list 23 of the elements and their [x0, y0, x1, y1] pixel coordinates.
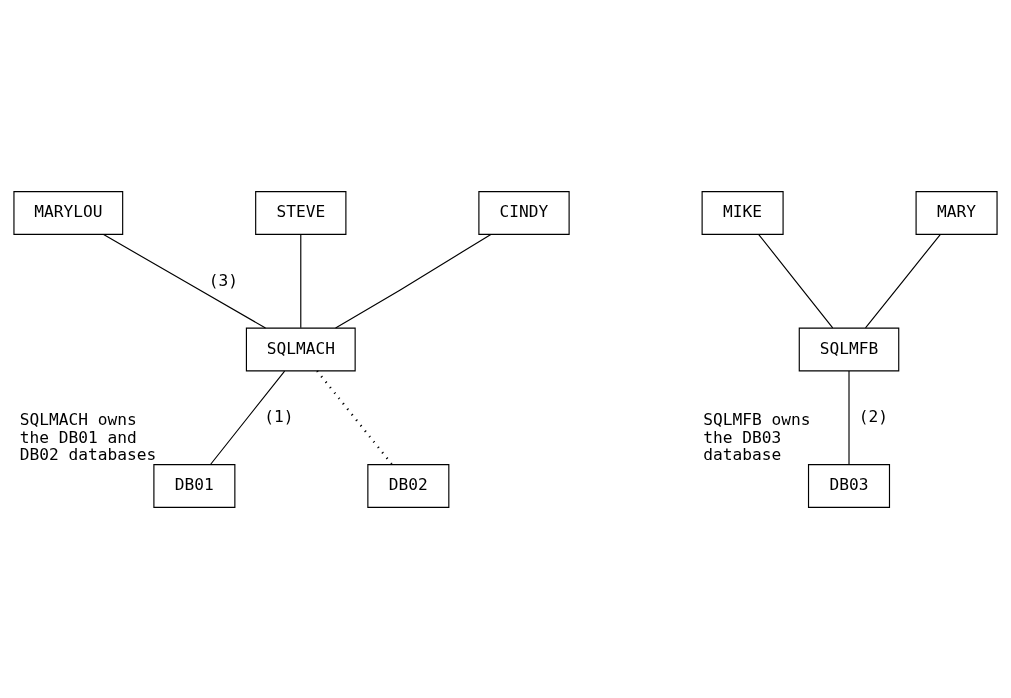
node-box: SQLMACH: [245, 327, 356, 371]
connector: [335, 233, 492, 328]
node-box: DB02: [367, 463, 450, 508]
connector: [864, 233, 941, 328]
connector: [103, 233, 267, 329]
node-box: MARYLOU: [13, 190, 124, 235]
connector: [848, 369, 850, 465]
node-label: SQLMFB owns the DB03 database: [703, 409, 811, 464]
node-box: SQLMFB: [798, 327, 900, 371]
node-label: SQLMACH owns the DB01 and DB02 databases: [19, 409, 157, 464]
connector: [316, 369, 393, 465]
connector: [210, 369, 286, 465]
connector: [758, 233, 834, 328]
edge-label: (2): [858, 406, 888, 426]
node-box: MIKE: [701, 190, 784, 235]
node-box: STEVE: [255, 190, 347, 235]
node-box: DB03: [807, 463, 891, 508]
node-box: MARY: [915, 190, 998, 235]
connector: [300, 233, 302, 328]
edge-label: (3): [208, 270, 238, 290]
edge-label: (1): [264, 406, 294, 426]
node-box: CINDY: [478, 190, 570, 235]
node-box: DB01: [153, 463, 236, 508]
